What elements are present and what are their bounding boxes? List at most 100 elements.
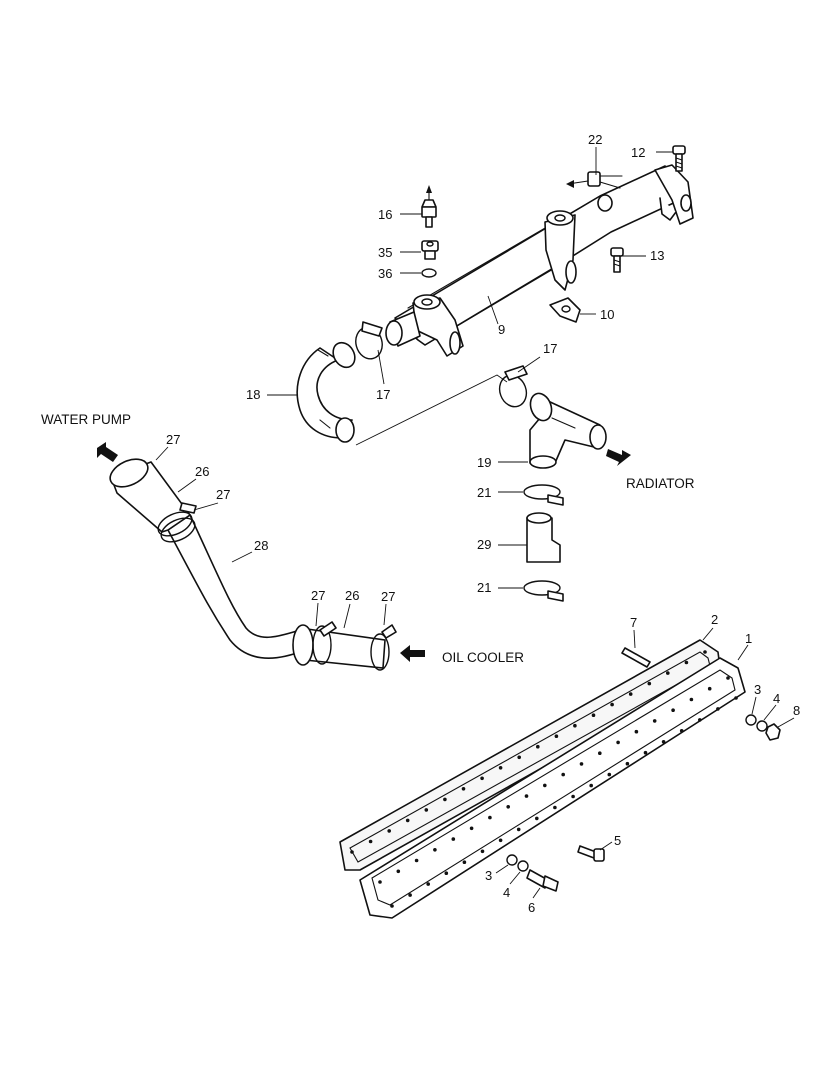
callout: 27 bbox=[166, 432, 180, 447]
label-oil-cooler: OIL COOLER bbox=[442, 650, 524, 665]
pipe-28 bbox=[167, 514, 306, 659]
clamp-21-lower bbox=[523, 580, 564, 602]
mounting-hole bbox=[536, 744, 540, 749]
mounting-hole bbox=[408, 893, 412, 897]
mounting-hole bbox=[628, 692, 633, 696]
callout: 28 bbox=[254, 538, 268, 553]
callout: 29 bbox=[477, 537, 491, 552]
mounting-hole bbox=[553, 805, 557, 810]
mounting-hole bbox=[368, 839, 373, 844]
bracket-10 bbox=[549, 297, 581, 323]
water-manifold bbox=[385, 164, 694, 357]
mounting-hole bbox=[378, 880, 382, 884]
thermostat-housing-19 bbox=[529, 392, 607, 469]
callout: 1 bbox=[745, 631, 752, 646]
label-radiator: RADIATOR bbox=[626, 476, 695, 491]
mounting-hole bbox=[462, 860, 467, 864]
radiator-arrow bbox=[606, 449, 631, 466]
bolt-5 bbox=[577, 845, 605, 862]
mounting-hole bbox=[524, 794, 529, 798]
washer-4-right bbox=[756, 720, 768, 732]
callout: 2 bbox=[711, 612, 718, 627]
mounting-hole bbox=[734, 696, 738, 700]
callout: 26 bbox=[345, 588, 359, 603]
mounting-hole bbox=[579, 762, 584, 766]
hose-29 bbox=[526, 512, 561, 563]
bolt-13 bbox=[610, 247, 624, 273]
callout-numbers: 22 12 16 35 36 13 10 9 17 17 18 19 21 29… bbox=[166, 132, 800, 915]
callout: 27 bbox=[311, 588, 325, 603]
mounting-hole bbox=[426, 882, 431, 886]
clamp-17-lower bbox=[498, 365, 528, 408]
bolt-12 bbox=[672, 145, 686, 172]
callout: 3 bbox=[485, 868, 492, 883]
mounting-hole bbox=[573, 723, 577, 728]
mounting-hole bbox=[405, 818, 410, 823]
drain-plug-6 bbox=[526, 869, 559, 892]
mounting-hole bbox=[591, 713, 596, 717]
callout: 22 bbox=[588, 132, 602, 147]
mounting-hole bbox=[469, 826, 474, 831]
mounting-hole bbox=[451, 837, 456, 841]
callout: 26 bbox=[195, 464, 209, 479]
callout: 19 bbox=[477, 455, 491, 470]
mounting-hole bbox=[554, 734, 559, 738]
callout: 4 bbox=[773, 691, 780, 706]
nut-8 bbox=[765, 723, 781, 741]
callout: 36 bbox=[378, 266, 392, 281]
washer-3-lower bbox=[506, 854, 518, 866]
mounting-hole bbox=[647, 681, 652, 686]
mounting-hole bbox=[616, 740, 620, 745]
mounting-hole bbox=[498, 838, 503, 843]
mounting-hole bbox=[666, 671, 670, 675]
stud-7 bbox=[621, 647, 651, 668]
leader-lines bbox=[155, 147, 795, 899]
callout: 17 bbox=[376, 387, 390, 402]
hose-26-upper bbox=[109, 458, 197, 543]
mounting-hole bbox=[480, 776, 484, 781]
callout: 6 bbox=[528, 900, 535, 915]
water-pump-arrow bbox=[97, 442, 118, 462]
mounting-hole bbox=[506, 805, 511, 809]
mounting-hole bbox=[652, 719, 657, 723]
direction-labels: WATER PUMP RADIATOR OIL COOLER bbox=[41, 412, 695, 665]
callout: 18 bbox=[246, 387, 260, 402]
mounting-hole bbox=[543, 783, 547, 788]
mounting-hole bbox=[610, 702, 614, 707]
sensor-16 bbox=[421, 185, 437, 228]
mounting-hole bbox=[387, 829, 392, 833]
callout: 16 bbox=[378, 207, 392, 222]
mounting-hole bbox=[414, 858, 419, 863]
fitting-35 bbox=[421, 240, 439, 260]
mounting-hole bbox=[390, 904, 394, 908]
mounting-hole bbox=[661, 740, 666, 744]
mounting-hole bbox=[643, 750, 648, 755]
sensor-22 bbox=[566, 171, 623, 189]
gasket-2 bbox=[339, 639, 721, 871]
mounting-hole bbox=[571, 794, 575, 799]
callout: 4 bbox=[503, 885, 510, 900]
mounting-hole bbox=[561, 772, 565, 777]
mounting-hole bbox=[396, 869, 401, 874]
washer-3-right bbox=[745, 714, 757, 726]
hose-26-lower bbox=[292, 621, 397, 671]
mounting-hole bbox=[517, 755, 521, 760]
callout: 35 bbox=[378, 245, 392, 260]
label-water-pump: WATER PUMP bbox=[41, 412, 131, 427]
mounting-hole bbox=[598, 751, 602, 755]
callout: 8 bbox=[793, 703, 800, 718]
callout: 3 bbox=[754, 682, 761, 697]
mounting-hole bbox=[350, 850, 354, 854]
oring-36 bbox=[421, 268, 437, 278]
mounting-hole bbox=[607, 772, 612, 777]
mounting-hole bbox=[689, 697, 694, 702]
clamp-17-upper bbox=[355, 321, 383, 360]
hose-18 bbox=[296, 341, 356, 443]
mounting-hole bbox=[726, 676, 730, 680]
mounting-hole bbox=[443, 797, 447, 802]
callout: 27 bbox=[381, 589, 395, 604]
mounting-hole bbox=[703, 650, 707, 654]
mounting-hole bbox=[684, 660, 689, 665]
mounting-hole bbox=[716, 707, 720, 711]
mounting-hole bbox=[444, 871, 449, 875]
